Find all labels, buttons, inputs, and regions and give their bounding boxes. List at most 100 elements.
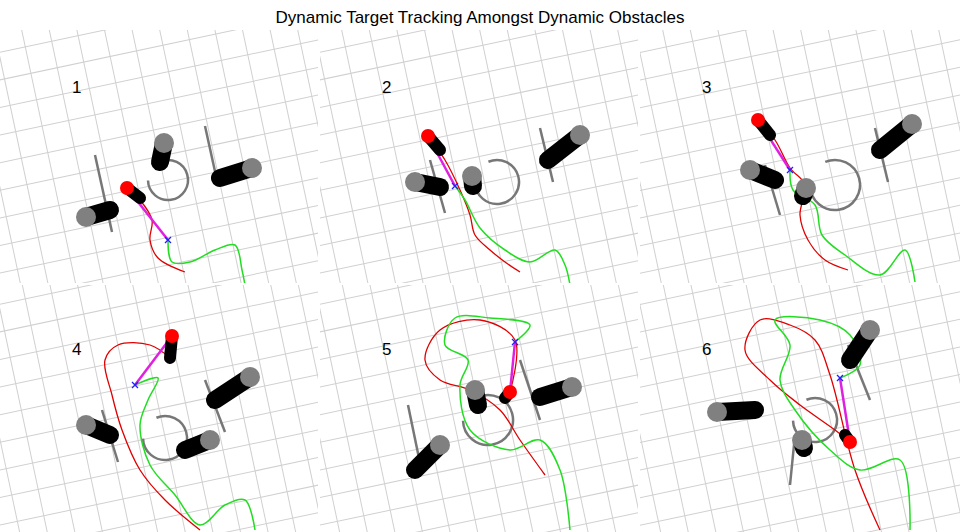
cylinder-top <box>796 178 816 198</box>
grid-line <box>0 434 318 532</box>
grid-line <box>825 30 933 283</box>
grid-line <box>957 285 960 532</box>
robot-top <box>751 113 765 127</box>
grid-line <box>636 285 638 532</box>
target-trajectory <box>775 317 910 530</box>
grid-line <box>320 285 427 532</box>
panel <box>320 285 638 532</box>
grid-line <box>0 155 318 263</box>
robot-trajectory <box>745 319 880 530</box>
grid-line <box>211 285 318 532</box>
grid-line <box>290 285 318 532</box>
grid-line <box>640 76 960 184</box>
grid-line <box>320 129 638 237</box>
cylinder-top <box>860 320 880 340</box>
grid-line <box>640 30 960 79</box>
grid-line <box>640 285 643 532</box>
grid-line <box>825 285 933 532</box>
grid-line <box>0 513 318 532</box>
grid-line <box>0 76 318 184</box>
target-marker <box>452 183 458 189</box>
grid-line <box>320 30 638 105</box>
grid-line <box>931 30 960 283</box>
grid-line <box>320 328 638 436</box>
target-trajectory <box>790 170 915 282</box>
grid-line <box>320 102 638 210</box>
grid-line <box>320 285 638 383</box>
grid-line <box>346 30 454 283</box>
grid-line <box>320 460 638 532</box>
grid-line <box>320 76 638 184</box>
grid-line <box>0 407 318 515</box>
grid-line <box>316 30 318 283</box>
cylinder-top <box>902 114 922 134</box>
panel <box>640 285 960 532</box>
grid-line <box>320 30 427 283</box>
grid-line <box>693 30 801 283</box>
grid-line <box>878 30 960 283</box>
panel-number: 1 <box>72 78 81 98</box>
grid-line <box>320 513 638 532</box>
grid-line <box>0 261 318 283</box>
grid-line <box>320 354 638 462</box>
figure-title: Dynamic Target Tracking Amongst Dynamic … <box>0 8 960 28</box>
grid-line <box>904 30 960 283</box>
robot-trajectory <box>425 320 545 475</box>
grid-line <box>158 30 266 283</box>
grid-line <box>640 30 722 283</box>
grid-line <box>640 302 960 410</box>
grid-line <box>0 328 318 436</box>
grid-line <box>640 328 960 436</box>
tracking-link <box>428 136 455 186</box>
tracking-link <box>510 342 515 392</box>
panel-number: 3 <box>702 78 711 98</box>
tracking-link <box>758 120 790 170</box>
grid-line <box>320 381 638 489</box>
grid-line <box>263 30 318 283</box>
target-trajectory <box>444 315 570 530</box>
cylinder-top <box>465 380 485 400</box>
grid-line <box>640 460 960 532</box>
robot-trajectory <box>127 188 185 272</box>
grid-line <box>320 30 638 79</box>
grid-line <box>320 234 638 283</box>
grid-line <box>640 102 960 210</box>
floor-grid <box>320 30 638 283</box>
grid-line <box>799 285 907 532</box>
cylinder-top <box>200 430 220 450</box>
grid-line <box>320 407 638 515</box>
grid-line <box>640 285 960 331</box>
cylinder-top <box>76 415 96 435</box>
grid-line <box>26 285 134 532</box>
cylinder-top <box>154 133 174 153</box>
grid-line <box>316 285 318 532</box>
grid-line <box>0 381 318 489</box>
grid-line <box>957 30 960 283</box>
grid-line <box>904 285 960 532</box>
grid-line <box>478 30 586 283</box>
cylinder-top <box>707 402 727 422</box>
panel-number: 6 <box>702 340 711 360</box>
grid-line <box>852 30 960 283</box>
panel-number: 4 <box>72 340 81 360</box>
grid-line <box>0 208 318 283</box>
floor-grid <box>640 285 960 532</box>
grid-line <box>0 30 318 79</box>
grid-line <box>0 354 318 462</box>
target-trajectory <box>168 240 245 283</box>
cylinder-top <box>562 377 582 397</box>
grid-line <box>320 285 322 532</box>
robot-top <box>503 385 517 399</box>
panel <box>640 30 960 283</box>
grid-line <box>290 30 318 283</box>
grid-line <box>640 486 960 532</box>
grid-line <box>184 30 292 283</box>
grid-line <box>26 30 134 283</box>
grid-line <box>852 285 960 532</box>
grid-line <box>320 285 638 357</box>
floor-grid <box>0 285 318 532</box>
target-marker <box>512 339 518 345</box>
grid-line <box>478 285 586 532</box>
grid-line <box>610 285 638 532</box>
